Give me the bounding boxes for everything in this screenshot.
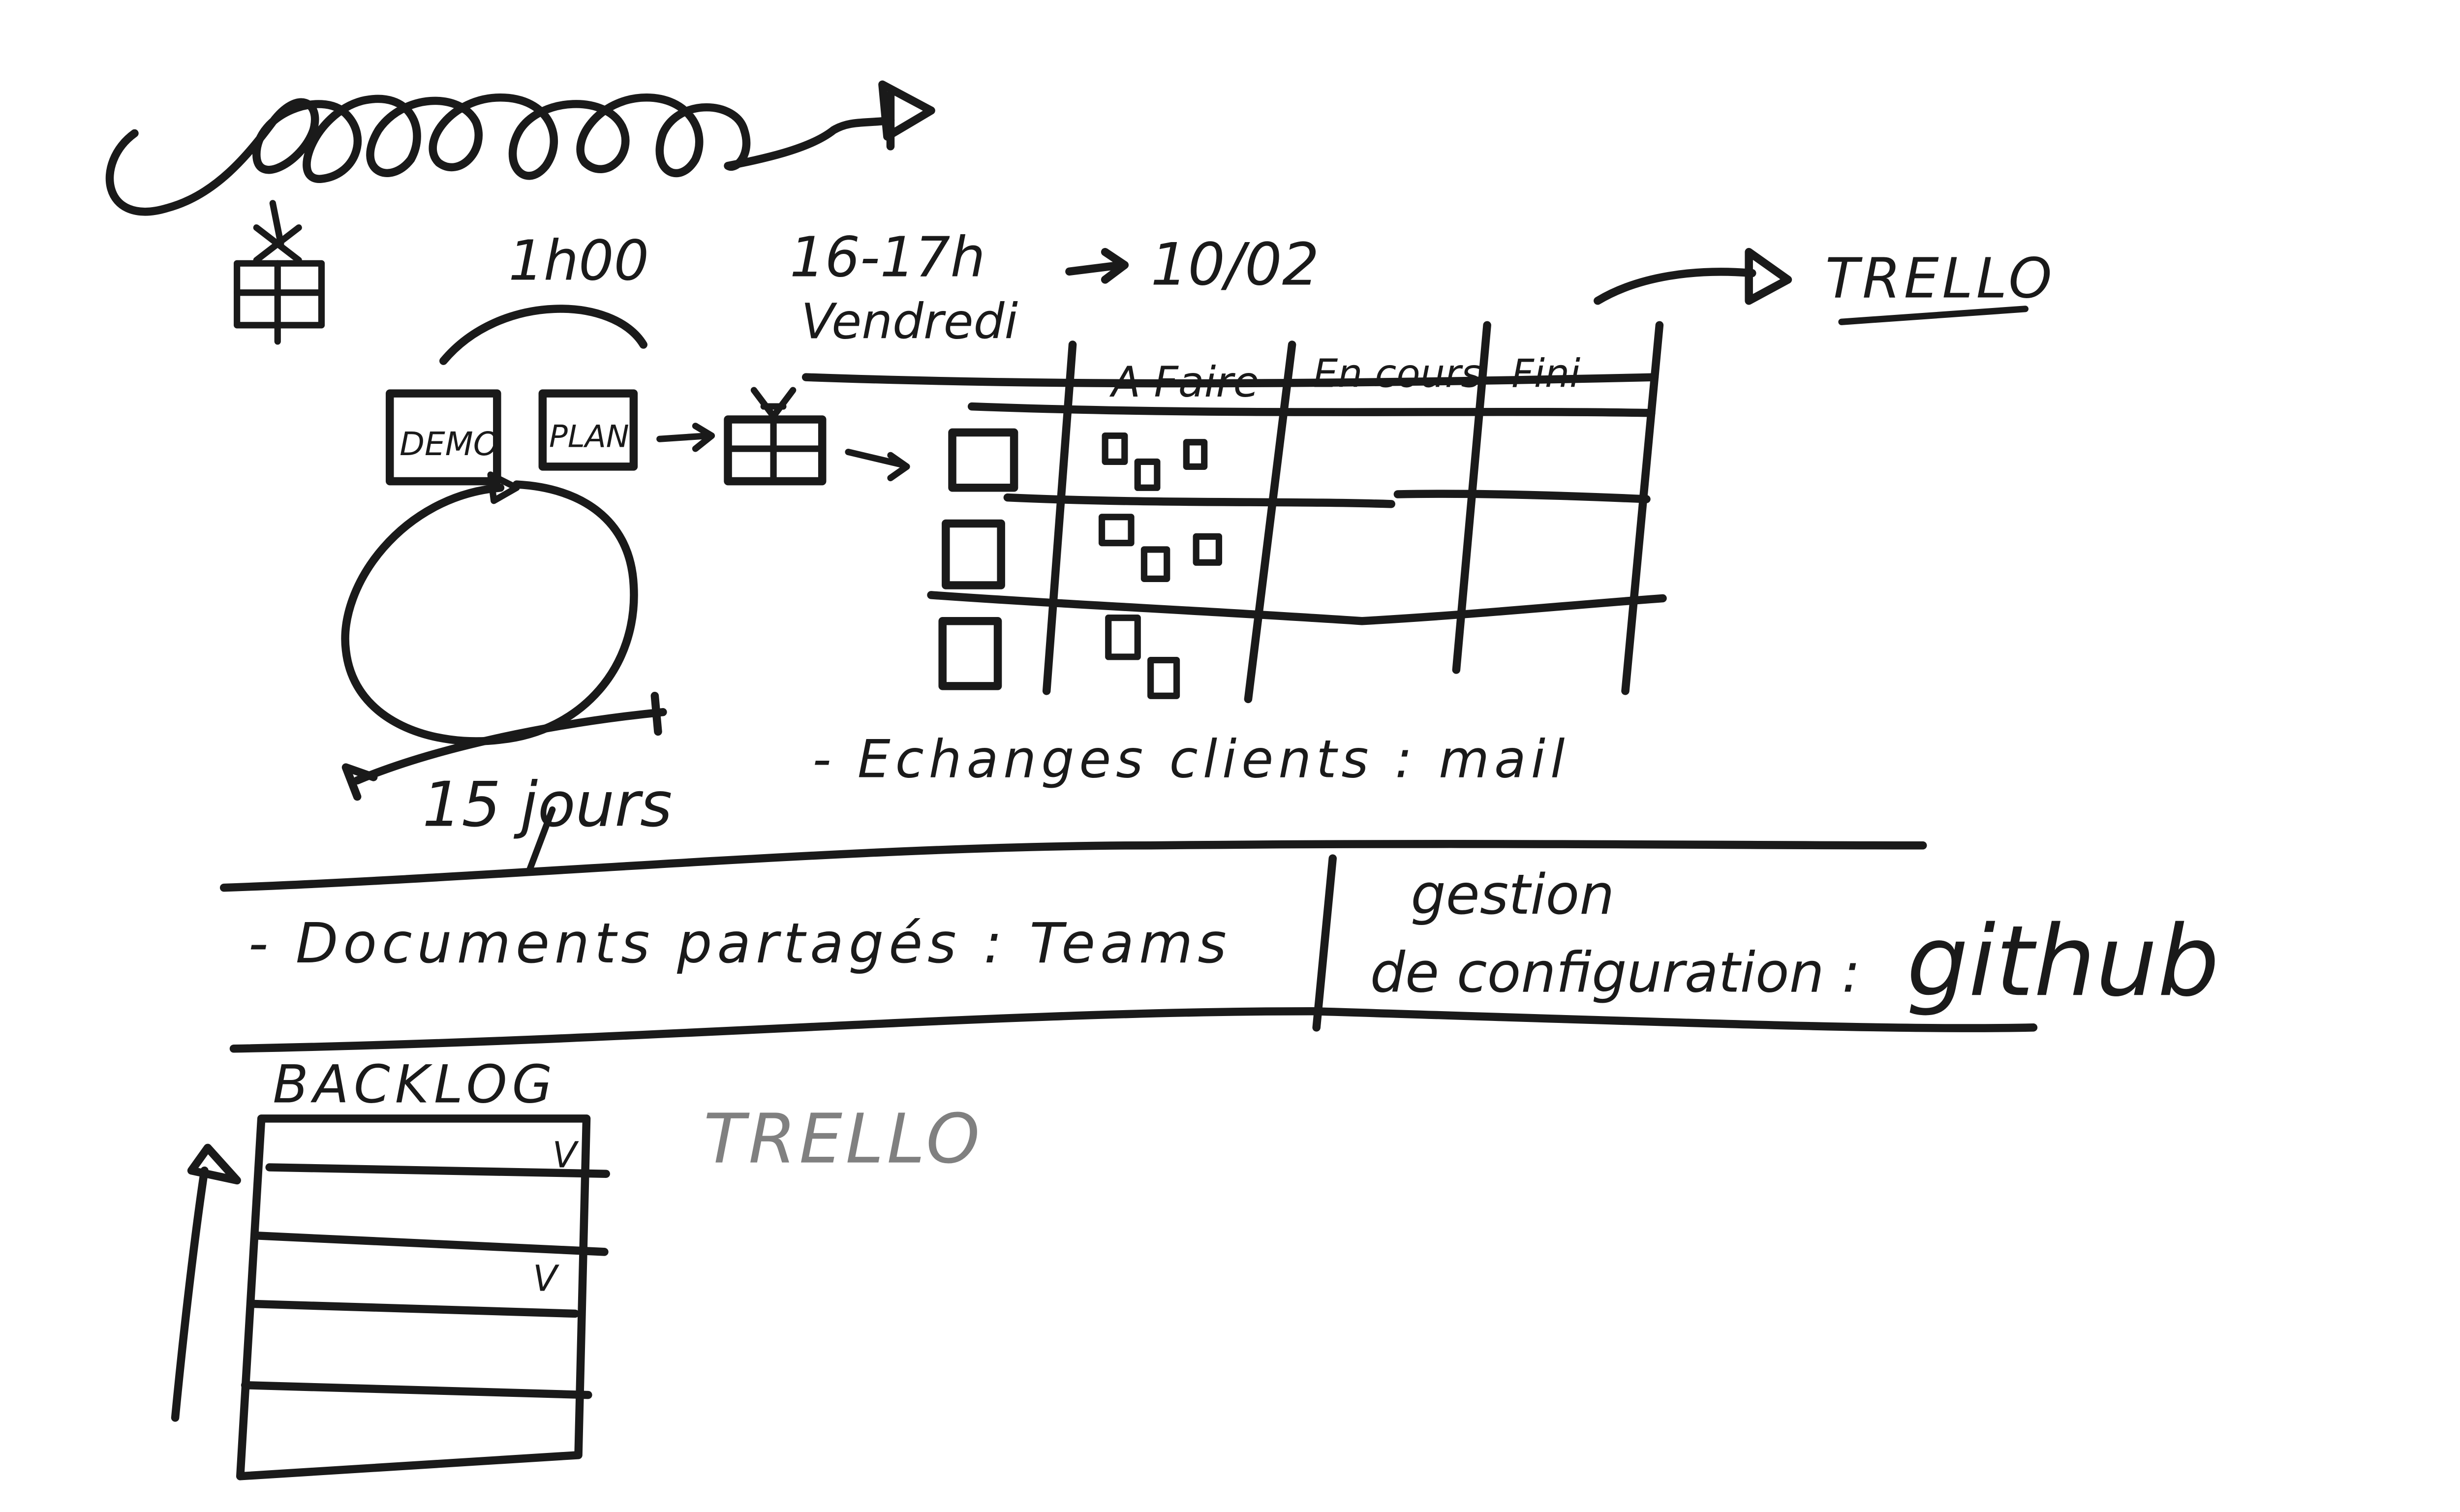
trello-underline xyxy=(1838,306,2029,325)
iteration-spiral xyxy=(105,93,895,216)
task-note xyxy=(1102,432,1128,465)
task-note xyxy=(1147,656,1180,699)
gift-to-board-arrow xyxy=(845,448,910,482)
plan-box: PLAN xyxy=(538,389,638,471)
meeting-time: 16-17h xyxy=(790,226,985,290)
column-fini: Fini xyxy=(1511,350,1580,396)
task-note xyxy=(1098,514,1135,547)
task-note xyxy=(1140,546,1170,582)
config-value: github xyxy=(1906,904,2219,1018)
column-separator xyxy=(1312,854,1337,1032)
backlog-arrow xyxy=(171,1143,241,1422)
config-label-line1: gestion xyxy=(1411,863,1614,927)
spiral-arrow-head xyxy=(878,80,935,151)
backlog-list: V V xyxy=(236,1114,610,1481)
schedule-arrow xyxy=(1065,247,1129,284)
sprint-cycle-circle xyxy=(341,480,638,745)
documents-note: - Documents partagés : Teams xyxy=(248,912,1231,976)
task-note xyxy=(1105,615,1141,660)
task-note xyxy=(1134,458,1161,491)
story-card-3 xyxy=(938,617,1002,690)
cycle-length-arrow xyxy=(341,691,667,801)
meeting-day: Vendredi xyxy=(801,293,1018,350)
backlog-title: BACKLOG xyxy=(273,1054,557,1114)
trello-arrow xyxy=(1594,247,1792,305)
story-card-1 xyxy=(948,428,1018,492)
plan-label: PLAN xyxy=(549,419,629,455)
exchanges-note: - Echanges clients : mail xyxy=(812,729,1569,789)
backlog-check-1: V xyxy=(553,1135,579,1176)
meeting-duration: 1h00 xyxy=(508,229,649,293)
column-en-cours: En cours xyxy=(1313,350,1481,396)
divider-bottom xyxy=(229,1007,2038,1053)
duration-arc xyxy=(439,305,647,365)
demo-box: DEMO xyxy=(385,389,501,486)
cycle-arrow-head xyxy=(487,471,520,504)
increment-gift-icon xyxy=(724,387,827,486)
column-a-faire: A Faire xyxy=(1109,358,1259,407)
trello-label-top: TRELLO xyxy=(1825,247,2055,311)
trello-label-backlog: TRELLO xyxy=(704,1099,983,1179)
story-card-2 xyxy=(942,519,1005,589)
kanban-board: A Faire En cours Fini xyxy=(801,321,1667,704)
divider-tick xyxy=(526,806,556,873)
demo-label: DEMO xyxy=(400,425,499,463)
plan-to-gift-arrow xyxy=(656,423,715,452)
task-note xyxy=(1193,533,1223,566)
backlog-check-2: V xyxy=(533,1259,559,1300)
start-date: 10/02 xyxy=(1151,231,1320,299)
config-label-line2: de configuration : xyxy=(1370,941,1861,1005)
gift-doodle-left xyxy=(234,200,325,345)
divider-top xyxy=(219,840,1927,892)
task-note xyxy=(1183,439,1208,470)
